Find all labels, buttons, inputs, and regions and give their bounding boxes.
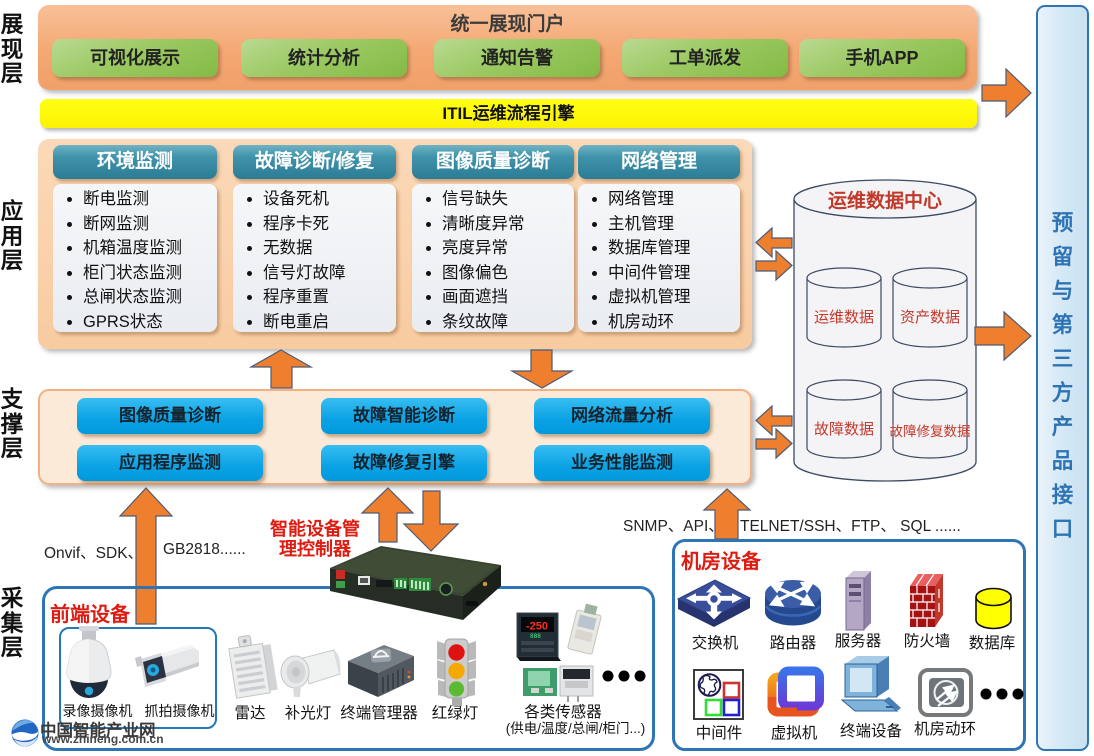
svg-text:888: 888 (530, 633, 541, 640)
svg-text:-250: -250 (526, 621, 548, 633)
